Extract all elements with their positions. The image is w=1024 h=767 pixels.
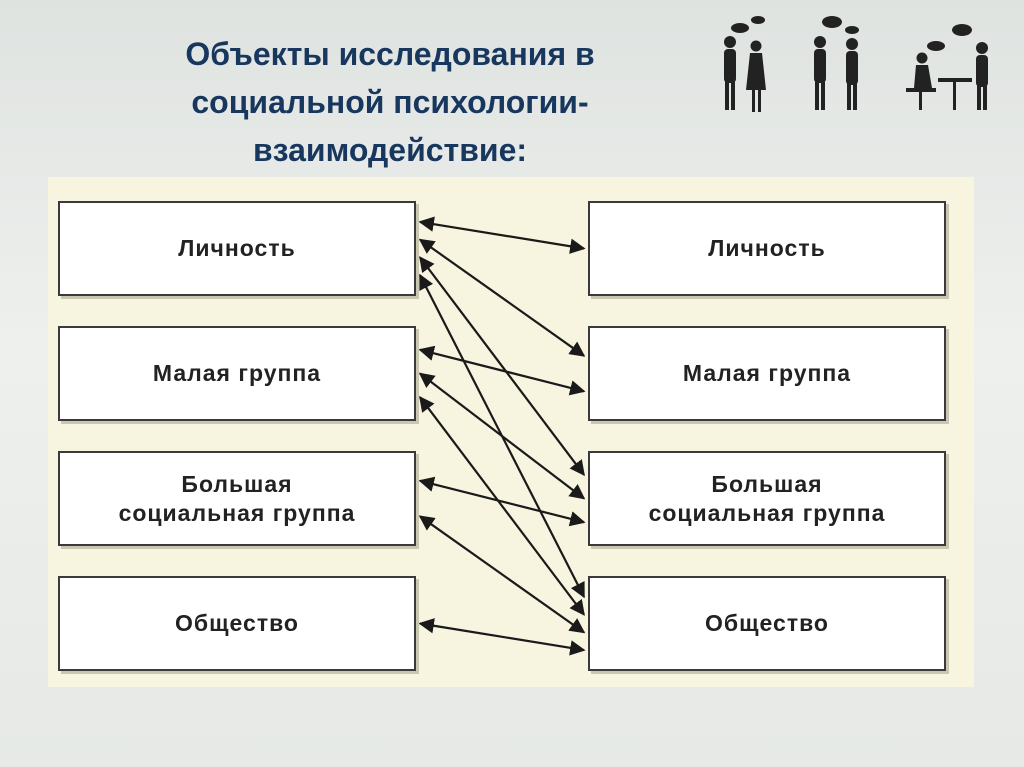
title-line-1: Объекты исследования в bbox=[185, 36, 595, 72]
connection-arrow bbox=[418, 618, 586, 656]
right-node-label: Большая bbox=[711, 470, 823, 497]
connection-arrow bbox=[418, 515, 586, 634]
left-node-label: Большая bbox=[181, 470, 293, 497]
left-node-society: Общество bbox=[58, 576, 416, 671]
title-line-3: взаимодействие: bbox=[252, 132, 528, 168]
right-node-small-group: Малая группа bbox=[588, 326, 946, 421]
left-node-personality: Личность bbox=[58, 201, 416, 296]
right-node-personality: Личность bbox=[588, 201, 946, 296]
left-node-label: социальная группа bbox=[118, 499, 356, 526]
right-node-society: Общество bbox=[588, 576, 946, 671]
left-node-label: Личность bbox=[178, 235, 296, 261]
connection-arrow bbox=[418, 216, 586, 254]
title-line-2: социальной психологии- bbox=[191, 84, 589, 120]
right-node-label: Малая группа bbox=[682, 360, 852, 386]
connection-arrow bbox=[419, 395, 585, 616]
left-node-label: Общество bbox=[175, 610, 299, 636]
right-node-label: Личность bbox=[708, 235, 826, 261]
left-node-label: Малая группа bbox=[152, 360, 322, 386]
left-node-large-social-group: Большая социальная группа bbox=[58, 451, 416, 546]
connection-arrow bbox=[419, 256, 585, 477]
interaction-diagram: Личность Малая группа Большая социальная… bbox=[48, 177, 974, 687]
connection-arrow bbox=[418, 476, 586, 527]
left-node-small-group: Малая группа bbox=[58, 326, 416, 421]
connection-arrows bbox=[418, 216, 586, 656]
slide-title: Объекты исследования в социальной психол… bbox=[70, 30, 710, 174]
connection-arrow bbox=[418, 345, 586, 396]
connection-arrow bbox=[418, 238, 586, 357]
right-node-large-social-group: Большая социальная группа bbox=[588, 451, 946, 546]
right-node-label: социальная группа bbox=[648, 499, 886, 526]
right-node-label: Общество bbox=[705, 610, 829, 636]
people-silhouettes-icon bbox=[724, 16, 988, 112]
connection-arrow bbox=[418, 372, 586, 500]
